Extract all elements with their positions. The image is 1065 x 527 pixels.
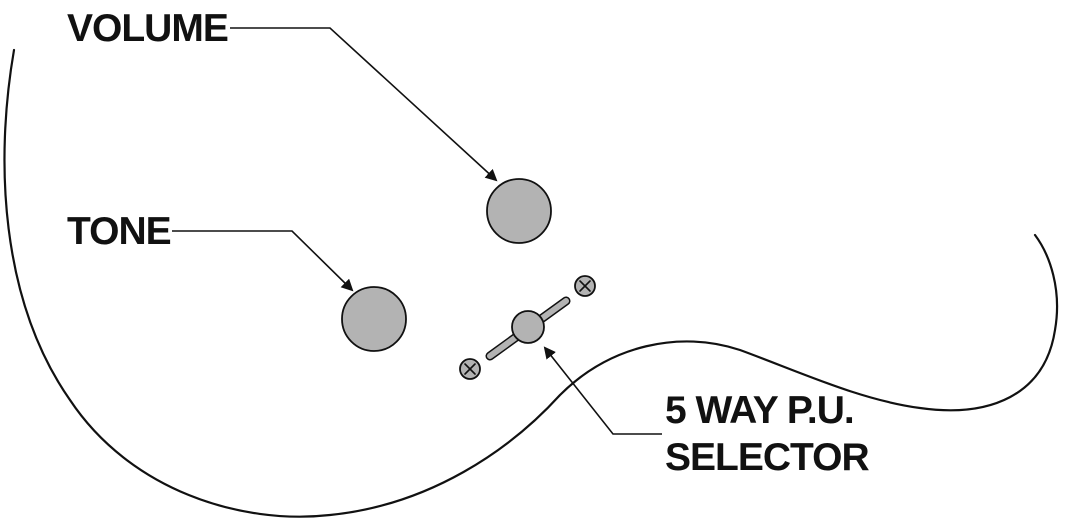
screw-lower: [459, 358, 481, 380]
selector-label-line1: 5 WAY P.U.: [665, 389, 854, 432]
volume-label: VOLUME: [67, 7, 228, 50]
volume-knob: [486, 178, 552, 244]
tone-knob: [341, 286, 407, 352]
selector-switch: [485, 296, 571, 361]
tone-label: TONE: [67, 210, 171, 253]
screw-upper: [574, 275, 596, 297]
tone-leader-arrow: [172, 230, 354, 292]
selector-leader-arrow: [543, 346, 662, 435]
selector-label-line2: SELECTOR: [665, 436, 869, 479]
volume-leader-arrow: [230, 27, 498, 182]
guitar-body-outline: [3, 48, 1059, 518]
selector-tip: [511, 310, 545, 344]
